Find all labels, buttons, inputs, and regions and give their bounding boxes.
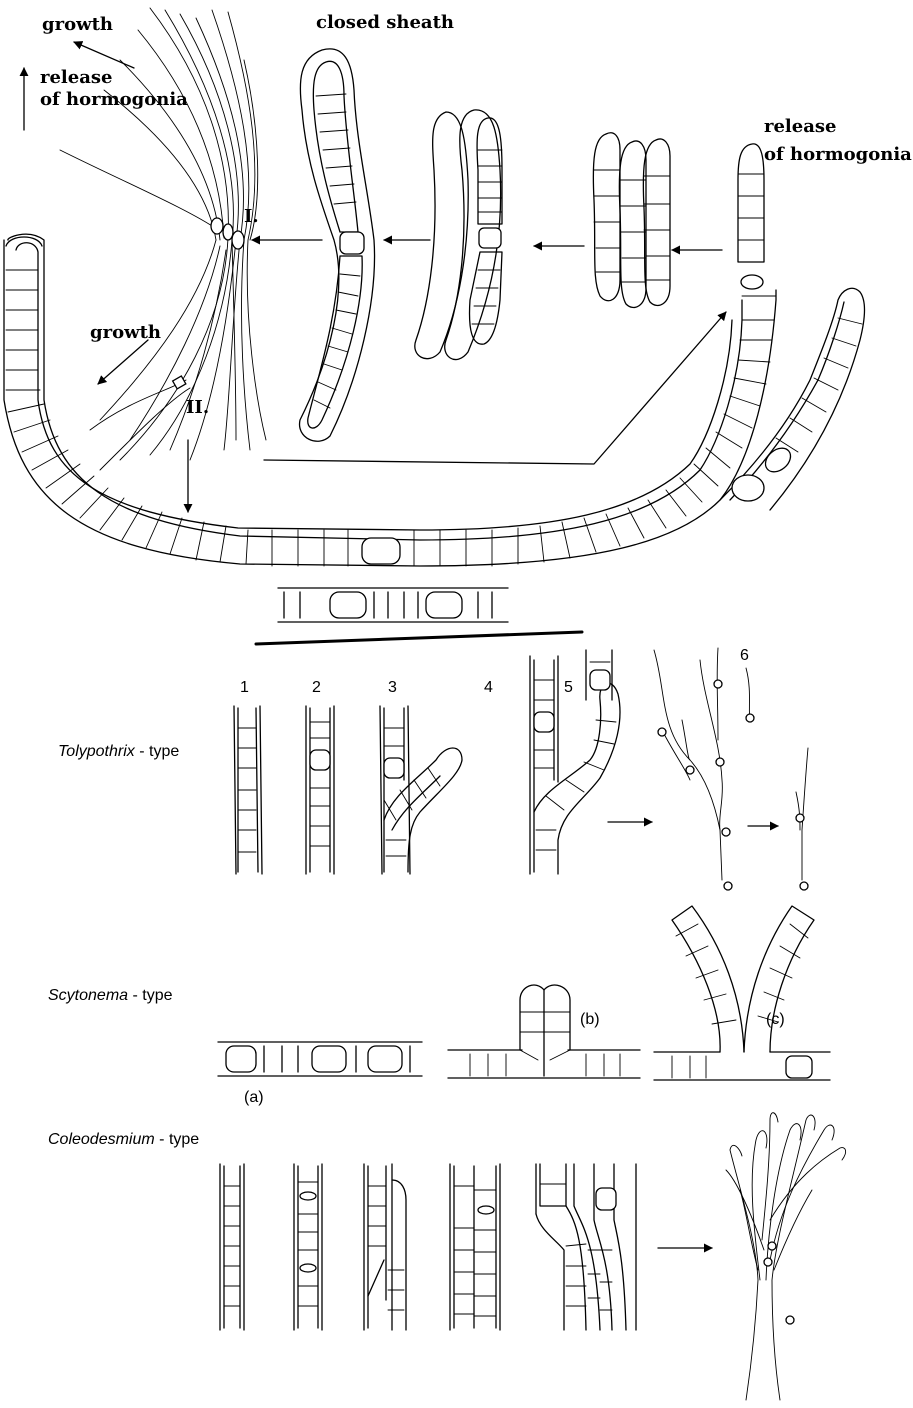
tolypothrix-stage-2: 2 [312,679,321,696]
label-growth-mid: growth [90,322,161,343]
tolypothrix-filament-3 [380,706,462,874]
tolypothrix-colony-sketch [654,648,808,890]
scytonema-filament-a [218,1042,422,1076]
label-of-hormogonia-left: of hormogonia [40,89,188,110]
section-divider [256,632,582,644]
tolypothrix-stage-4: 4 [484,679,493,696]
released-hormogonium [738,144,764,289]
arrow-growth-mid [98,340,148,384]
coleodesmium-filament-1 [220,1164,244,1330]
main-u-filament [4,234,776,566]
label-release-left: release [40,67,112,88]
tolypothrix-stage-1: 1 [240,679,249,696]
splitting-sheath [415,110,502,360]
arrow-growth-top [74,42,134,68]
tolypothrix-stage-5: 5 [564,679,573,696]
tolypothrix-stage-3: 3 [388,679,397,696]
coleodesmium-colony-sketch [726,1113,846,1400]
arrow-to-hormogonia [264,312,726,464]
tolypothrix-filament-5 [530,650,620,874]
scytonema-filament-b [448,985,640,1078]
tolypothrix-type-label: Tolypothrix - type [58,743,179,760]
coleodesmium-filament-3 [364,1164,406,1330]
coleodesmium-filament-4 [450,1164,500,1330]
scytonema-panel-b: (b) [580,1011,600,1028]
label-growth-top: growth [42,14,113,35]
scytonema-panel-a: (a) [244,1089,264,1106]
scytonema-type-label: Scytonema - type [48,987,173,1004]
tolypothrix-stage-6: 6 [740,647,749,664]
hormogonia-bundle [593,133,670,308]
coleodesmium-type-label: Coleodesmium - type [48,1131,199,1148]
label-closed-sheath: closed sheath [316,12,454,33]
heterocyst-filament-detail [278,588,508,622]
coleodesmium-filament-2 [294,1164,322,1330]
coleodesmium-filament-5 [536,1164,636,1330]
scytonema-filament-c [654,906,830,1080]
label-release-right: release [764,116,836,137]
tolypothrix-filament-1 [234,706,262,874]
tolypothrix-filament-2 [306,706,334,874]
closed-sheath-filament [300,49,375,441]
label-of-hormogonia-right: of hormogonia [764,144,912,165]
